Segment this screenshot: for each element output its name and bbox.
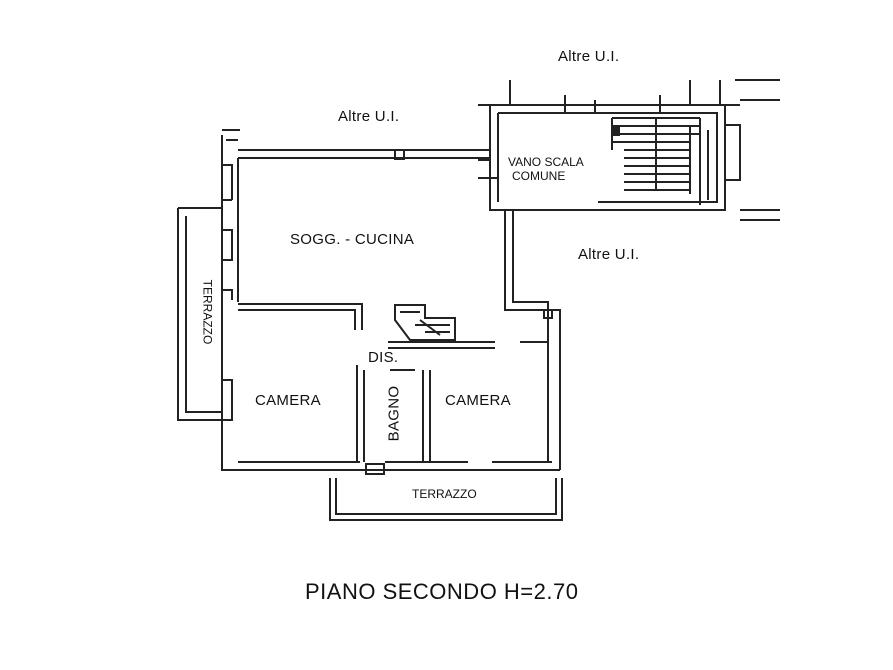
label-camera-left: CAMERA <box>255 392 321 409</box>
label-soggiorno-cucina: SOGG. - CUCINA <box>290 231 415 248</box>
terrace-left <box>177 207 222 421</box>
label-vano-scala: VANO SCALA <box>508 155 584 169</box>
wall-camera-top <box>238 309 356 330</box>
wall-bagno-left <box>356 365 365 462</box>
stair-core-top <box>478 80 740 113</box>
label-bagno: BAGNO <box>385 385 403 442</box>
wall-outer-west <box>221 135 560 471</box>
pillar-dis <box>543 309 553 319</box>
label-comune: COMUNE <box>512 169 566 183</box>
stair-landing <box>699 118 709 205</box>
stair-treads <box>611 117 700 194</box>
label-altre-ui-top: Altre U.I. <box>558 48 620 65</box>
wall-camera-top-2 <box>238 303 363 330</box>
wall-marker-left <box>222 129 240 421</box>
door-vano <box>478 159 498 179</box>
plan-title: PIANO SECONDO H=2.70 <box>305 579 579 604</box>
wall-east <box>504 210 561 470</box>
wall-bagno-right <box>422 370 431 462</box>
stair-core <box>489 104 726 211</box>
pillar-north <box>394 149 405 160</box>
label-disimpegno: DIS. <box>368 349 399 366</box>
vent-stair <box>612 126 620 136</box>
label-terrazzo-bottom: TERRAZZO <box>412 487 477 501</box>
stair-core-right <box>725 79 780 221</box>
label-altre-ui-right: Altre U.I. <box>578 246 640 263</box>
label-terrazzo-left: TERRAZZO <box>200 279 215 345</box>
wall-east-inner <box>512 210 549 462</box>
label-camera-right: CAMERA <box>445 392 511 409</box>
terrace-bottom <box>329 478 563 521</box>
label-altre-ui-left: Altre U.I. <box>338 108 400 125</box>
pillar-bagno <box>365 463 385 475</box>
inner-stair <box>394 304 456 341</box>
